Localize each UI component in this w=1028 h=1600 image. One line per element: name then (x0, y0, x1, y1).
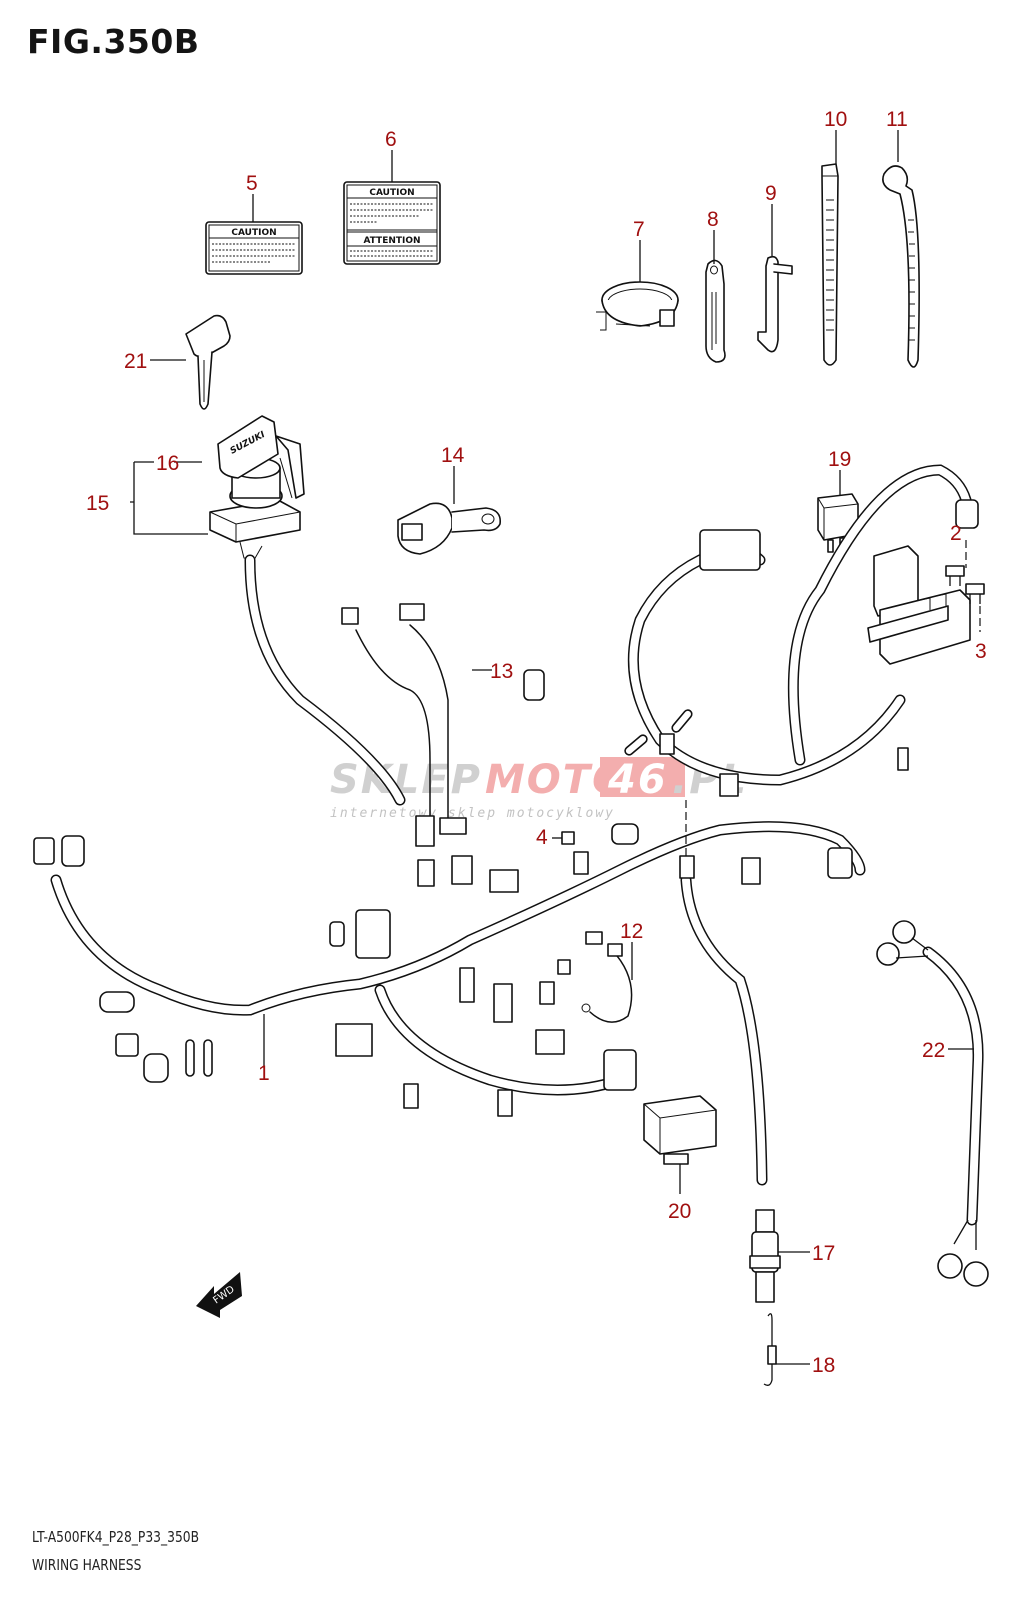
figure-title: FIG.350B (27, 22, 200, 61)
callout-16: 16 (156, 452, 179, 475)
model-code: LT-A500FK4_P28_P33_350B (32, 1528, 200, 1546)
terminal (185, 1039, 195, 1077)
caution-label-text: CAUTION (369, 188, 414, 198)
connector (719, 773, 739, 797)
attention-label-text: ATTENTION (363, 236, 420, 246)
connector (603, 1049, 637, 1091)
callout-14: 14 (441, 444, 465, 467)
callout-9: 9 (765, 182, 777, 205)
connector (143, 1053, 169, 1083)
sensor-part-14 (397, 502, 502, 555)
caution-label-part-5: CAUTION (205, 221, 303, 275)
terminal (203, 1039, 213, 1077)
terminal (671, 709, 693, 733)
callout-5: 5 (246, 172, 258, 195)
connector (573, 851, 589, 875)
connector (417, 859, 435, 887)
callout-leaders (130, 130, 974, 1365)
connector (535, 1029, 565, 1055)
callout-18: 18 (812, 1354, 835, 1377)
callout-7: 7 (633, 218, 645, 241)
forward-direction-arrow: FWD (196, 1272, 242, 1318)
callout-2: 2 (950, 522, 962, 545)
callout-4: 4 (536, 826, 548, 849)
connector (403, 1083, 419, 1109)
spring-part-18 (763, 1313, 777, 1386)
connector-part-4 (561, 831, 575, 845)
connector-part-2-plug (955, 499, 979, 529)
connector (355, 909, 391, 959)
callout-19: 19 (828, 448, 851, 471)
connector (659, 733, 675, 755)
connector (451, 855, 473, 885)
connector (611, 823, 639, 845)
connector (539, 981, 555, 1005)
connector (679, 855, 695, 879)
caution-label-text: CAUTION (231, 228, 276, 238)
watermark-text-sklep: SKLEP (330, 757, 482, 803)
callout-13: 13 (490, 660, 513, 683)
watermark-tagline: internetowy sklep motocyklowy (330, 806, 615, 821)
lead-wire-part-22 (876, 920, 989, 1287)
fuse-part-3 (965, 583, 985, 604)
connector (61, 835, 85, 867)
connector (415, 815, 435, 847)
connector (585, 931, 603, 945)
connectors (33, 499, 979, 1117)
callout-1: 1 (258, 1062, 270, 1085)
connector (523, 669, 545, 701)
connector (607, 943, 623, 957)
terminal (624, 734, 648, 756)
connector (115, 1033, 139, 1057)
connector (489, 869, 519, 893)
connector-large (699, 529, 761, 571)
wire-clamp-part-8 (705, 259, 726, 363)
callout-6: 6 (385, 128, 397, 151)
callouts: 1 2 3 4 5 6 7 8 9 10 11 12 13 14 15 16 1… (86, 108, 987, 1377)
connector (497, 1089, 513, 1117)
sensor-part-17 (749, 1209, 781, 1303)
connector (493, 983, 513, 1023)
connector-13a (341, 607, 359, 625)
callout-22: 22 (922, 1039, 945, 1062)
hose-clamp-part-7 (596, 281, 679, 331)
watermark-highlight (600, 757, 685, 797)
callout-11: 11 (886, 108, 908, 131)
cable-tie-part-11 (882, 165, 920, 368)
connector (897, 747, 909, 771)
callout-3: 3 (975, 640, 987, 663)
section-name: WIRING HARNESS (32, 1556, 142, 1574)
connector (827, 847, 853, 879)
callout-12: 12 (620, 920, 643, 943)
connector-13b (399, 603, 425, 621)
relay-part-20 (643, 1095, 717, 1165)
watermark-text-moto: MOTO (485, 757, 628, 803)
callout-8: 8 (707, 208, 719, 231)
ignition-switch-part-15: SUZUKI (209, 415, 305, 561)
fuse-part-2 (945, 565, 965, 586)
connector (459, 967, 475, 1003)
connector (329, 921, 345, 947)
connector (33, 837, 55, 865)
watermark-text-46: 46 (607, 757, 668, 803)
callout-21: 21 (124, 350, 147, 373)
fuse-box (867, 545, 971, 665)
connector (99, 991, 135, 1013)
caution-attention-label-part-6: CAUTION ATTENTION (343, 181, 441, 265)
connector (557, 959, 571, 975)
callout-15: 15 (86, 492, 109, 515)
key-blank-part-21 (185, 314, 231, 410)
callout-20: 20 (668, 1200, 691, 1223)
callout-10: 10 (824, 108, 847, 131)
callout-17: 17 (812, 1242, 835, 1265)
wire-clamp-part-9 (757, 255, 793, 353)
main-harness-part-1 (50, 464, 972, 1186)
cable-tie-part-10 (821, 163, 839, 366)
connector (335, 1023, 373, 1057)
connector (741, 857, 761, 885)
connector (439, 817, 467, 835)
